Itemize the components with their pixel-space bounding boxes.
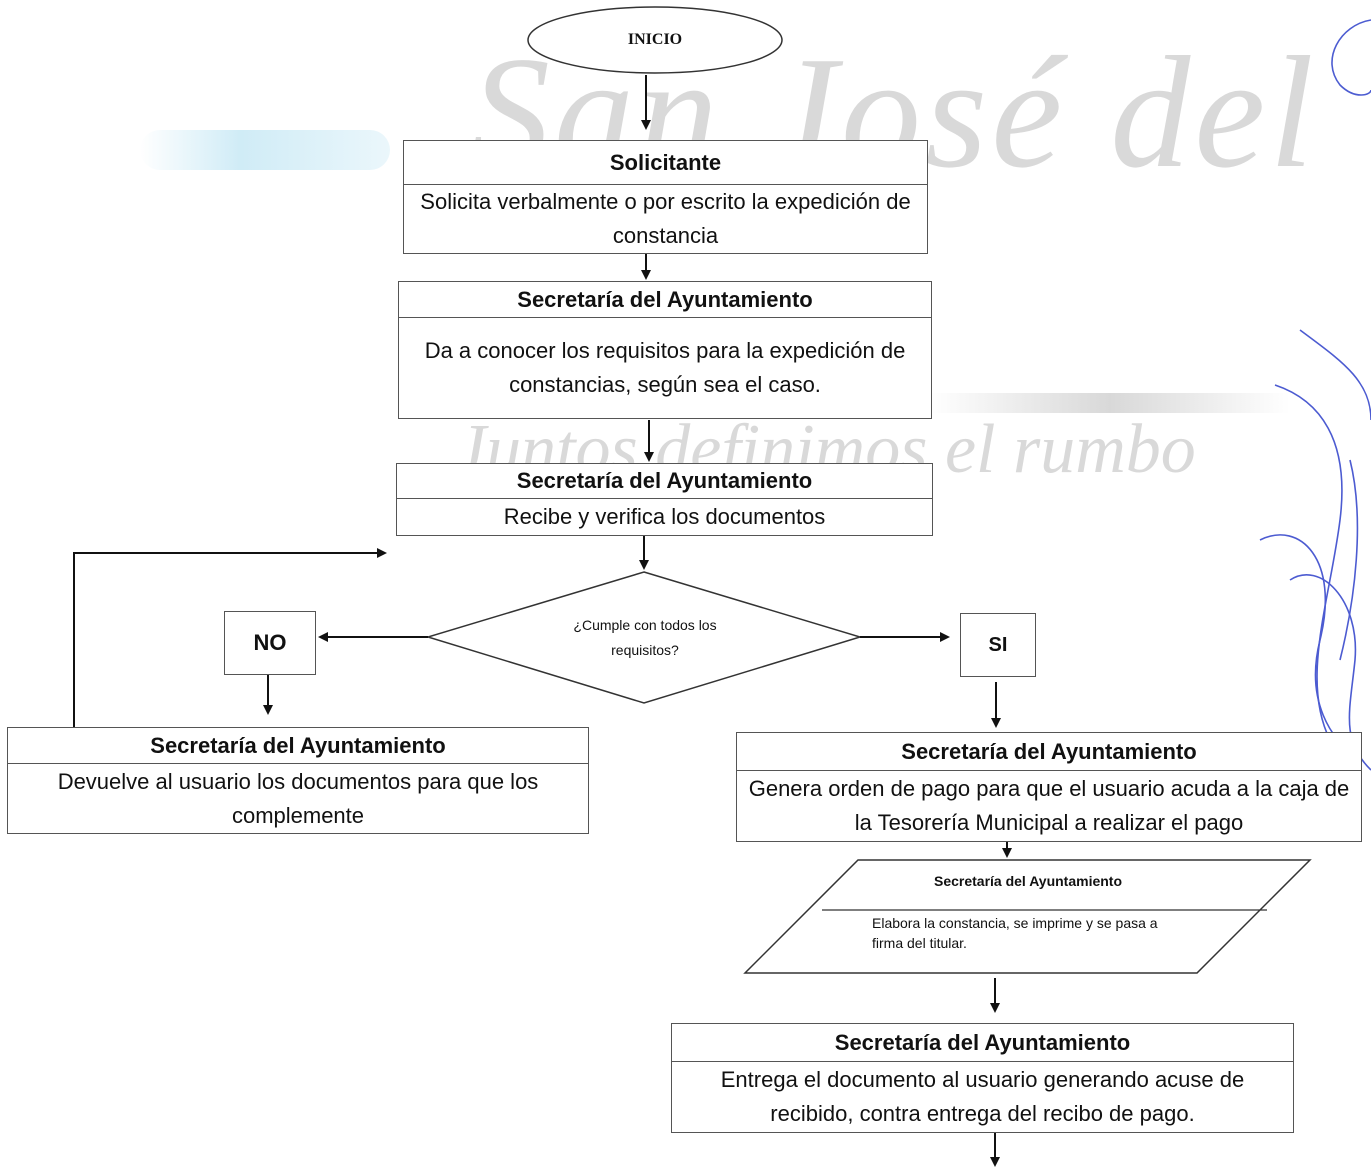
step-title: Secretaría del Ayuntamiento <box>399 282 931 318</box>
no-return-box: Secretaría del Ayuntamiento Devuelve al … <box>7 727 589 834</box>
step-text: Entrega el documento al usuario generand… <box>720 1067 1245 1126</box>
signature-scribble <box>1259 19 1371 771</box>
decision-diamond <box>425 571 863 704</box>
step-verifica-box: Secretaría del Ayuntamiento Recibe y ver… <box>396 463 933 536</box>
step-text: Da a conocer los requisitos para la expe… <box>424 338 906 397</box>
step-title: Secretaría del Ayuntamiento <box>737 733 1361 771</box>
watermark-swoosh <box>140 130 390 170</box>
step-title: Solicitante <box>404 141 927 185</box>
decision-question: ¿Cumple con todos los requisitos? <box>573 617 717 658</box>
step-text: Solicita verbalmente o por escrito la ex… <box>420 189 911 248</box>
elabora-parallelogram <box>743 859 1312 974</box>
step-text: Devuelve al usuario los documentos para … <box>57 768 539 828</box>
decision-no-label: NO <box>224 611 316 675</box>
arrow-return-loop <box>73 548 387 738</box>
step-text: Genera orden de pago para que el usuario… <box>748 776 1350 835</box>
yes-delivery-box: Secretaría del Ayuntamiento Entrega el d… <box>671 1023 1294 1133</box>
step-requisitos-box: Secretaría del Ayuntamiento Da a conocer… <box>398 281 932 419</box>
step-title: Secretaría del Ayuntamiento <box>672 1024 1293 1062</box>
step-text: Recibe y verifica los documentos <box>503 504 826 529</box>
start-label: INICIO <box>627 31 683 48</box>
decision-yes-label: SI <box>960 613 1036 677</box>
start-terminal <box>527 6 783 74</box>
watermark-band <box>930 393 1290 413</box>
step-title: Secretaría del Ayuntamiento <box>8 728 588 764</box>
elabora-text: Elabora la constancia, se imprime y se p… <box>872 915 1158 951</box>
step-solicitante-box: Solicitante Solicita verbalmente o por e… <box>403 140 928 254</box>
elabora-title: Secretaría del Ayuntamiento <box>933 873 1123 889</box>
yes-payment-order-box: Secretaría del Ayuntamiento Genera orden… <box>736 732 1362 842</box>
step-title: Secretaría del Ayuntamiento <box>397 464 932 499</box>
